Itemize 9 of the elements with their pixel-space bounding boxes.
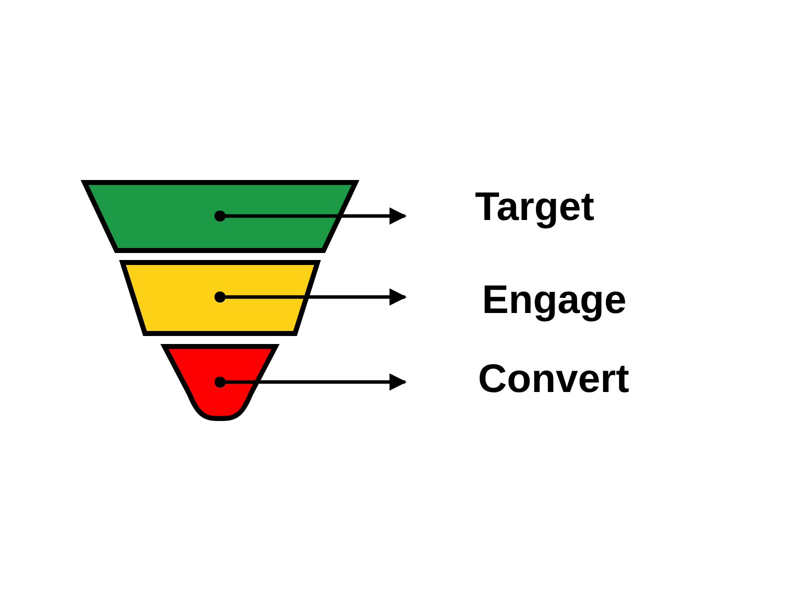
- arrow: [214, 288, 407, 306]
- stage-label: Engage: [482, 277, 626, 323]
- arrow: [214, 207, 407, 225]
- funnel-segment: [162, 344, 278, 421]
- arrow: [214, 373, 407, 391]
- funnel-segment: [80, 180, 360, 253]
- stage-label: Convert: [478, 356, 630, 402]
- stage-label: Target: [475, 184, 594, 230]
- funnel-segment: [119, 260, 321, 336]
